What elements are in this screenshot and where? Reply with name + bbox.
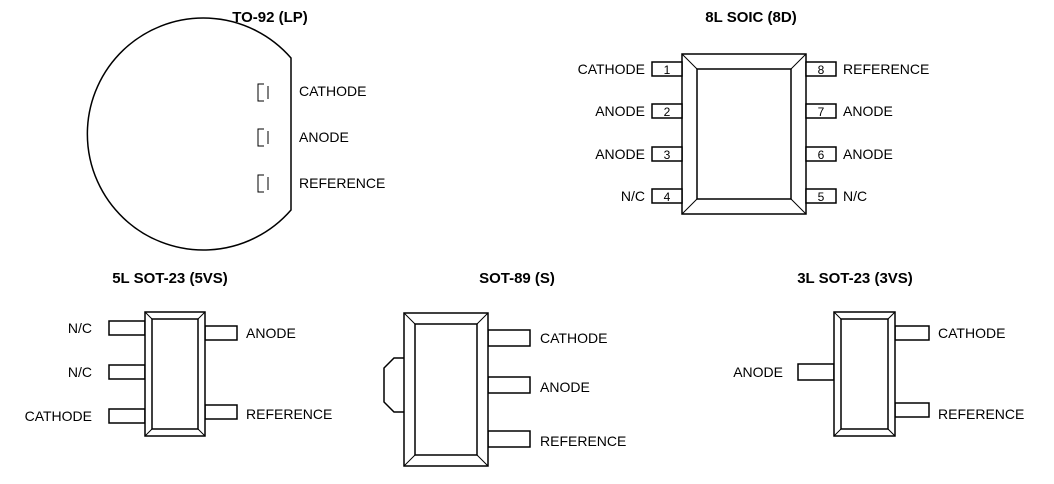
sot23-5-pin-label-5: REFERENCE — [246, 406, 332, 422]
soic8-pin-7: 7 ANODE — [805, 103, 893, 119]
soic8-inner — [696, 68, 792, 200]
to92-pin-label-cathode: CATHODE — [299, 83, 366, 99]
sot23-5-lead-2 — [108, 364, 146, 380]
sot23-5-lead-5 — [204, 404, 238, 420]
sot23-3-lead-1 — [797, 363, 835, 381]
sot89-tab — [383, 357, 404, 413]
sot23-3-title: 3L SOT-23 (3VS) — [797, 270, 913, 287]
to92-pin-marker-3 — [257, 174, 269, 193]
soic8-pin-label-3: ANODE — [595, 146, 645, 162]
to92-pin-marker-1 — [257, 83, 269, 102]
sot23-5-title: 5L SOT-23 (5VS) — [112, 270, 228, 287]
soic8-body — [681, 53, 807, 215]
sot89-lead-1 — [487, 329, 531, 347]
soic8-pin-5: 5 N/C — [805, 188, 867, 204]
sot23-5-lead-3 — [108, 408, 146, 424]
soic8-pin-8: 8 REFERENCE — [805, 61, 929, 77]
soic8-pin-number-3: 3 — [664, 148, 671, 162]
sot89-pin-label-2: ANODE — [540, 379, 590, 395]
sot23-3-lead-2 — [894, 325, 930, 341]
soic8-pin-label-1: CATHODE — [578, 61, 645, 77]
sot23-5-lead-4 — [204, 325, 238, 341]
soic8-pin-label-5: N/C — [843, 188, 867, 204]
sot89-inner — [414, 323, 478, 456]
soic8-pin-number-2: 2 — [664, 105, 671, 119]
sot89-lead-2 — [487, 376, 531, 394]
to92-pin-label-reference: REFERENCE — [299, 175, 385, 191]
soic8-pin-6: 6 ANODE — [805, 146, 893, 162]
soic8-pin-number-5: 5 — [818, 190, 825, 204]
to92-pin-label-anode: ANODE — [299, 129, 349, 145]
sot23-5-inner — [151, 318, 199, 430]
soic8-pin-number-4: 4 — [664, 190, 671, 204]
sot23-3-lead-3 — [894, 402, 930, 418]
sot23-5-pin-label-3: CATHODE — [25, 408, 92, 424]
sot23-3-package: 3L SOT-23 (3VS) ANODE CATHODE REFERENCE — [733, 270, 1024, 437]
sot23-3-pin-label-3: REFERENCE — [938, 406, 1024, 422]
to92-pin-marker-2 — [257, 128, 269, 147]
soic8-pin-label-2: ANODE — [595, 103, 645, 119]
soic8-pin-3: 3 ANODE — [595, 146, 683, 162]
soic8-pin-number-1: 1 — [664, 63, 671, 77]
soic8-title: 8L SOIC (8D) — [705, 9, 796, 26]
sot23-5-pin-label-1: N/C — [68, 320, 92, 336]
soic8-pin-label-7: ANODE — [843, 103, 893, 119]
sot23-3-pin-label-2: CATHODE — [938, 325, 1005, 341]
soic8-pin-label-8: REFERENCE — [843, 61, 929, 77]
to92-package: TO-92 (LP) CATHODE ANODE REFERENCE — [86, 9, 385, 251]
sot23-5-lead-1 — [108, 320, 146, 336]
soic8-pin-label-6: ANODE — [843, 146, 893, 162]
sot89-title: SOT-89 (S) — [479, 270, 555, 287]
sot23-3-pin-label-1: ANODE — [733, 364, 783, 380]
soic8-pin-1: 1 CATHODE — [578, 61, 683, 77]
sot23-5-pin-label-2: N/C — [68, 364, 92, 380]
sot23-5-pin-label-4: ANODE — [246, 325, 296, 341]
sot89-pin-label-1: CATHODE — [540, 330, 607, 346]
sot23-3-inner — [840, 318, 889, 430]
sot89-lead-3 — [487, 430, 531, 448]
soic8-pin-2: 2 ANODE — [595, 103, 683, 119]
sot23-3-body — [833, 311, 896, 437]
soic8-pin-4: 4 N/C — [621, 188, 683, 204]
to92-body — [86, 17, 292, 251]
soic8-pin-label-4: N/C — [621, 188, 645, 204]
soic8-pin-number-7: 7 — [818, 105, 825, 119]
sot23-5-package: 5L SOT-23 (5VS) N/C N/C CATHODE ANODE RE… — [25, 270, 332, 437]
to92-title: TO-92 (LP) — [232, 9, 308, 26]
sot89-package: SOT-89 (S) CATHODE ANODE REFERENCE — [383, 270, 626, 467]
sot89-body — [403, 312, 489, 467]
soic8-package: 8L SOIC (8D) 1 CATHODE 2 ANODE 3 ANODE 4… — [578, 9, 929, 215]
sot23-5-body — [144, 311, 206, 437]
soic8-pin-number-6: 6 — [818, 148, 825, 162]
sot89-pin-label-3: REFERENCE — [540, 433, 626, 449]
soic8-pin-number-8: 8 — [818, 63, 825, 77]
